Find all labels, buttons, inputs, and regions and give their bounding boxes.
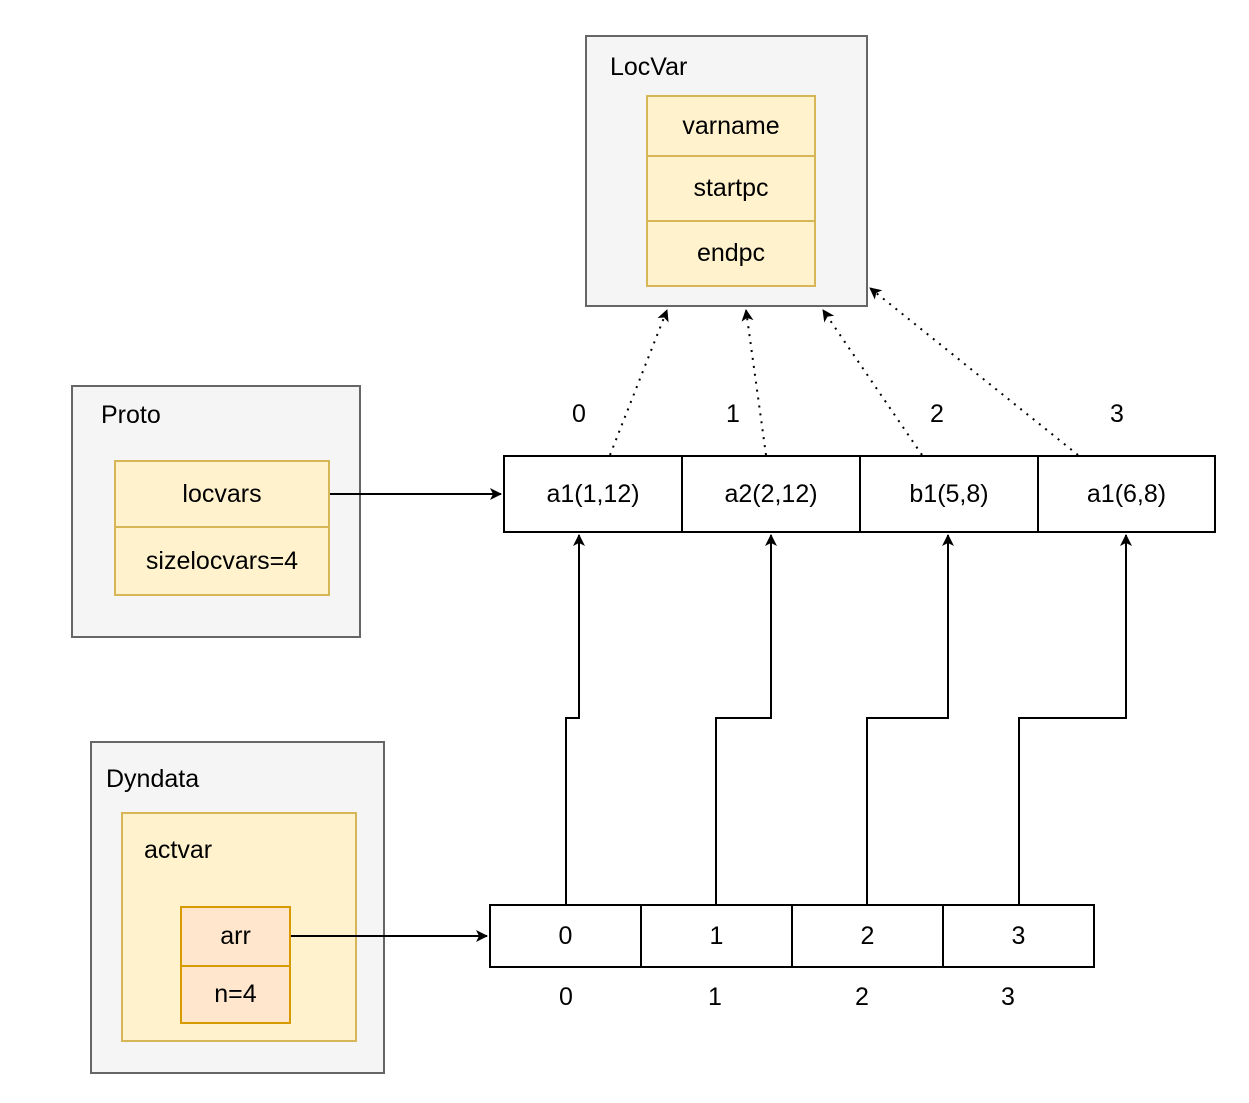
locvar-field-endpc: endpc: [646, 220, 816, 287]
actvar-array-cell: 2: [791, 904, 944, 968]
actvar-array-cell: 1: [640, 904, 793, 968]
actvar-field-n: n=4: [180, 965, 291, 1024]
actvar-array-cell: 0: [489, 904, 642, 968]
locvars-index-label: 3: [1110, 400, 1124, 428]
locvar-field-startpc: startpc: [646, 155, 816, 222]
dyndata-title: Dyndata: [106, 765, 200, 793]
actvar-index-label: 3: [1001, 983, 1015, 1011]
locvars-array-cell: a2(2,12): [681, 455, 861, 533]
locvars-index-label: 0: [572, 400, 586, 428]
dotted-arrow-1: [741, 309, 767, 456]
locvars-index-label: 1: [726, 400, 740, 428]
locvar-title: LocVar: [610, 53, 688, 81]
actvar-field-arr: arr: [180, 906, 291, 967]
dotted-arrow-0: [609, 309, 669, 456]
proto-title: Proto: [101, 401, 161, 429]
actvar-index-label: 0: [559, 983, 573, 1011]
locvars-array-cell: a1(1,12): [503, 455, 683, 533]
index-arrow-1: [715, 534, 777, 904]
actvar-index-label: 2: [855, 983, 869, 1011]
dotted-arrow-3: [869, 287, 1079, 456]
actvar-title: actvar: [144, 836, 213, 864]
locvars-index-label: 2: [930, 400, 944, 428]
locvars-array-cell: b1(5,8): [859, 455, 1039, 533]
actvar-array-cell: 3: [942, 904, 1095, 968]
proto-field-locvars: locvars: [114, 460, 330, 528]
actvar-index-label: 1: [708, 983, 722, 1011]
dotted-arrow-2: [822, 309, 923, 456]
index-arrow-2: [866, 534, 954, 904]
index-arrow-3: [1018, 534, 1132, 904]
proto-field-sizelocvars: sizelocvars=4: [114, 526, 330, 596]
index-arrow-0: [565, 534, 585, 904]
locvars-array-cell: a1(6,8): [1037, 455, 1216, 533]
